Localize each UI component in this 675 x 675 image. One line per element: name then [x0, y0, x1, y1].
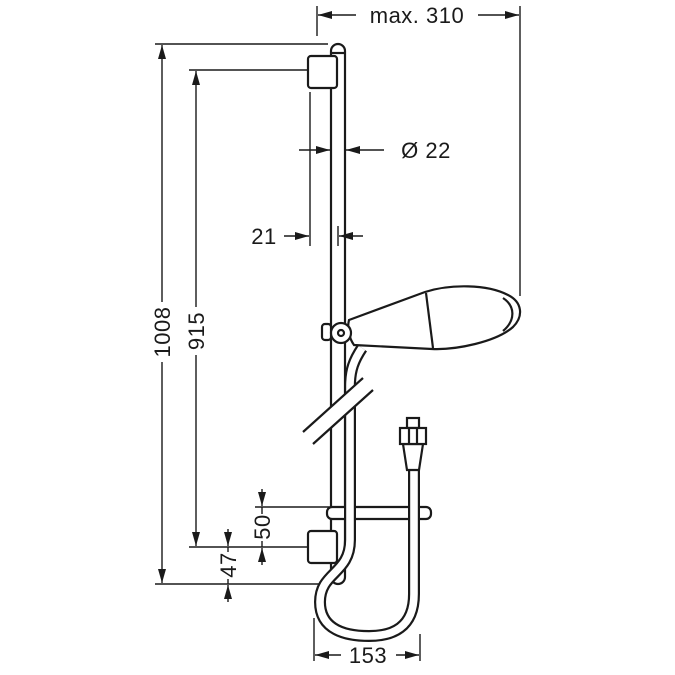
- break-gap: [303, 378, 373, 444]
- dim-holes-label: 915: [184, 312, 209, 350]
- slider-pivot-dot: [336, 328, 346, 338]
- top-bracket: [306, 54, 339, 90]
- hand-shower-body: [347, 285, 522, 351]
- connector-nut: [398, 426, 428, 446]
- bottom-bracket: [306, 529, 339, 565]
- extension-lines: [155, 6, 521, 661]
- shower-set-artwork: [302, 42, 522, 643]
- dim-loop-width: 153: [315, 643, 419, 668]
- spray-face-line: [502, 297, 514, 332]
- dim-bottom-label-bg: [216, 552, 240, 579]
- dim-dish-offset: 50: [250, 489, 275, 565]
- dim-hole-distance: 915: [184, 71, 209, 546]
- dim-bottom-offset: 47: [216, 529, 241, 602]
- dim-wall-offset: 21: [251, 224, 363, 249]
- dim-height-label: 1008: [150, 307, 175, 358]
- dim-total-height: 1008: [150, 45, 175, 583]
- dim-offset-label: 21: [251, 224, 276, 249]
- head-handle-joint: [424, 292, 435, 349]
- slider-holder: [329, 321, 353, 345]
- connector-stub: [405, 416, 421, 430]
- dim-diameter-label: Ø 22: [401, 138, 451, 163]
- break-line-lower: [312, 389, 374, 445]
- dim-dish-label: 50: [250, 514, 275, 539]
- break-symbol: [302, 377, 374, 445]
- hand-shower: [347, 285, 522, 351]
- hose-connector: [398, 416, 428, 472]
- dim-bottom-label: 47: [216, 552, 241, 577]
- shower-hose-core: [316, 345, 418, 640]
- dim-max-width-label: max. 310: [370, 3, 465, 28]
- dimension-annotations: max. 310 Ø 22 21 1008 915: [150, 3, 519, 668]
- dim-bar-diameter: Ø 22: [299, 138, 451, 163]
- dim-loop-label: 153: [349, 643, 387, 668]
- shower-rail: [329, 42, 347, 586]
- break-line-upper: [302, 377, 364, 433]
- dim-max-width: max. 310: [318, 3, 519, 28]
- connector-cone: [401, 442, 425, 472]
- slider-clamp: [320, 322, 333, 342]
- dim-dish-label-bg: [250, 514, 274, 541]
